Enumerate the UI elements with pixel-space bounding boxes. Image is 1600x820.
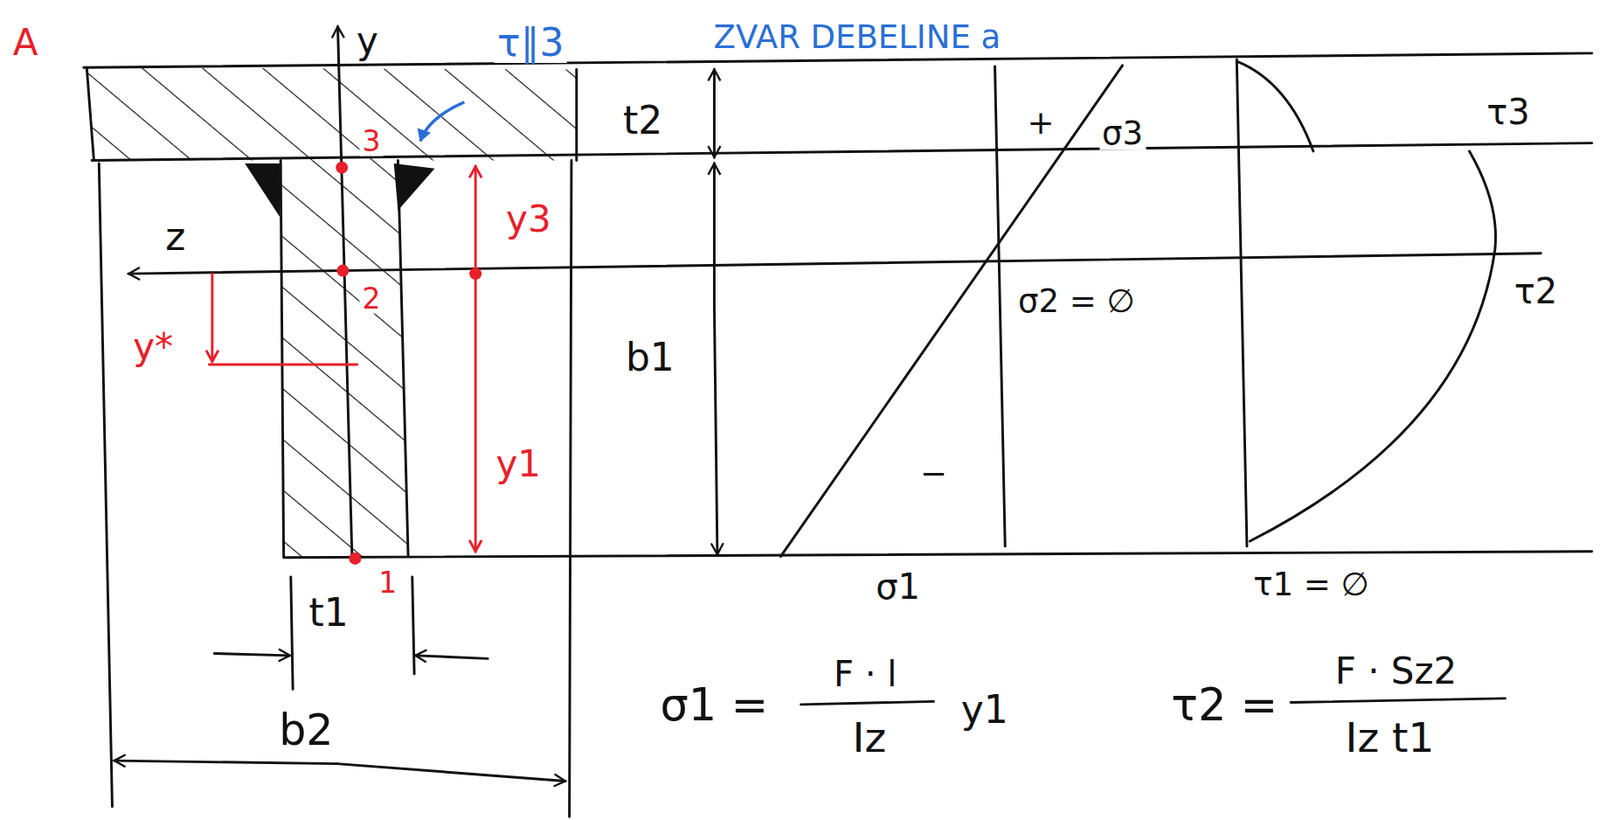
distance-label: y3 xyxy=(503,200,555,239)
dimension-label: t1 xyxy=(305,592,351,633)
dimension-label: t2 xyxy=(620,100,665,141)
stress-label: τ3 xyxy=(1483,93,1533,131)
formula-part: F · Sz2 xyxy=(1332,651,1461,691)
formula-part: τ2 = xyxy=(1168,680,1281,728)
sign-label: + xyxy=(1025,105,1058,140)
stress-note: τ∥3 xyxy=(494,22,567,63)
sign-label: − xyxy=(917,455,950,490)
stress-label: σ1 xyxy=(872,567,923,605)
point-number: 1 xyxy=(375,566,400,597)
formula-part: F · l xyxy=(831,655,900,693)
dimension-label: b1 xyxy=(623,337,678,378)
axis-label: y xyxy=(353,21,381,61)
stress-note: ZVAR DEBELINE a xyxy=(711,20,1005,55)
stress-label: τ1 = ∅ xyxy=(1250,566,1372,601)
distance-label: y1 xyxy=(492,444,544,484)
stress-label: σ2 = ∅ xyxy=(1015,283,1138,319)
stress-label: σ3 xyxy=(1099,115,1146,150)
point-number: 2 xyxy=(360,282,384,313)
axis-label: z xyxy=(162,216,188,257)
view-letter: A xyxy=(10,23,42,63)
point-number: 3 xyxy=(360,125,384,157)
formula-part: Iz xyxy=(850,715,890,759)
formula-part: y1 xyxy=(958,689,1012,730)
formula-part: σ1 = xyxy=(658,680,772,728)
dimension-label: b2 xyxy=(276,706,336,752)
stress-label: τ2 xyxy=(1511,272,1561,310)
formula-part: Iz t1 xyxy=(1343,715,1438,759)
distance-label: y* xyxy=(130,327,176,367)
